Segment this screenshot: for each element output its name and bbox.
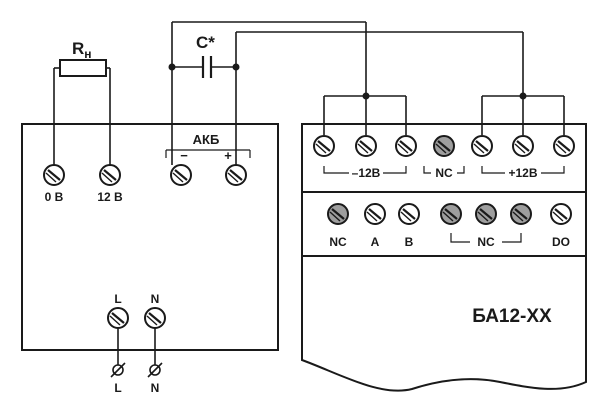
mains-feed-l-label: L bbox=[114, 381, 121, 395]
battery-bracket: АКБ − + bbox=[165, 132, 251, 163]
junction-dot bbox=[519, 92, 527, 100]
group-label-nc-bottom: NC bbox=[477, 235, 495, 249]
junction-dot bbox=[232, 63, 240, 71]
resistor-label: Rн bbox=[72, 39, 92, 61]
group-bracket-nc-top: NC bbox=[423, 166, 465, 180]
group-bracket-plus12v: +12В bbox=[481, 166, 565, 180]
power-supply-outline bbox=[21, 123, 279, 351]
terminal-minus12v-2 bbox=[354, 134, 378, 158]
group-label-minus12v: –12В bbox=[352, 166, 381, 180]
module-title: БА12-ХХ bbox=[472, 306, 552, 327]
terminal-do-label: DO bbox=[552, 235, 570, 249]
junction-dot bbox=[362, 92, 370, 100]
terminal-a bbox=[363, 202, 387, 226]
terminal-12v bbox=[98, 163, 122, 187]
ba12-module-outline bbox=[301, 123, 587, 392]
battery-minus-label: − bbox=[180, 148, 188, 163]
terminal-plus12v-1 bbox=[470, 134, 494, 158]
terminal-nc-3 bbox=[509, 202, 533, 226]
group-bracket-nc-bottom: NC bbox=[450, 233, 522, 249]
battery-plus-label: + bbox=[224, 148, 232, 163]
group-label-nc-top: NC bbox=[435, 166, 453, 180]
power-supply-block: АКБ − + 0 В 12 В L N bbox=[21, 123, 279, 351]
terminal-battery-minus bbox=[169, 163, 193, 187]
capacitor-circuit: C* bbox=[168, 21, 524, 165]
terminal-nc-top bbox=[432, 134, 456, 158]
terminal-battery-plus bbox=[224, 163, 248, 187]
terminal-plus12v-3 bbox=[552, 134, 576, 158]
capacitor-label: C* bbox=[196, 33, 215, 52]
terminal-0v bbox=[42, 163, 66, 187]
battery-label: АКБ bbox=[193, 132, 220, 147]
terminal-0v-label: 0 В bbox=[45, 190, 64, 204]
terminal-12v-label: 12 В bbox=[97, 190, 123, 204]
mains-feed-n-label: N bbox=[151, 381, 160, 395]
junction-dot bbox=[168, 63, 176, 71]
terminal-nc-2 bbox=[474, 202, 498, 226]
terminal-b bbox=[397, 202, 421, 226]
terminal-minus12v-3 bbox=[394, 134, 418, 158]
terminal-b-label: B bbox=[405, 235, 414, 249]
mains-n-label: N bbox=[151, 292, 160, 306]
terminal-minus12v-1 bbox=[312, 134, 336, 158]
terminal-mains-l bbox=[106, 306, 130, 330]
mains-feed-l-terminal bbox=[110, 362, 126, 378]
mains-feed-n-terminal bbox=[147, 362, 163, 378]
terminal-nc-left-label: NC bbox=[329, 235, 347, 249]
group-bracket-minus12v: –12В bbox=[323, 166, 407, 180]
mains-feed: L N bbox=[110, 328, 163, 395]
group-label-plus12v: +12В bbox=[508, 166, 537, 180]
terminal-nc-left bbox=[326, 202, 350, 226]
terminal-plus12v-2 bbox=[511, 134, 535, 158]
ba12-module: –12В NC +12В NC A B NC DO БА12-ХХ bbox=[301, 92, 587, 392]
terminal-nc-1 bbox=[439, 202, 463, 226]
resistor-body bbox=[59, 59, 107, 77]
terminal-do bbox=[549, 202, 573, 226]
terminal-a-label: A bbox=[371, 235, 380, 249]
load-resistor: Rн bbox=[53, 39, 111, 165]
terminal-mains-n bbox=[143, 306, 167, 330]
mains-l-label: L bbox=[114, 292, 121, 306]
